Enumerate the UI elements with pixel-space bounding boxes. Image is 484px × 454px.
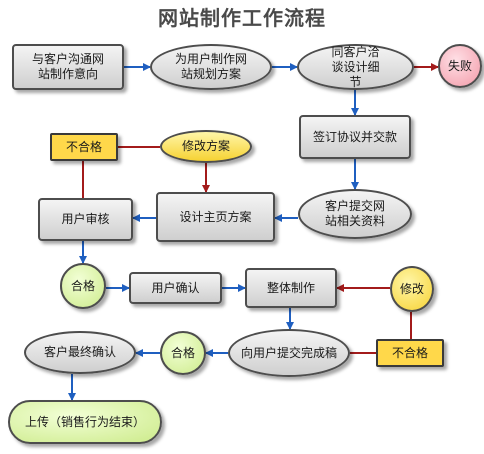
decision-pass-1: 合格 [60,263,106,309]
step-modify-plan-label: 修改方案 [181,139,230,153]
step-submit-draft: 向用户提交完成稿 [228,329,350,377]
step-sign-label: 签订协议并交款 [312,129,397,144]
step-user-review-label: 用户审核 [61,212,110,226]
step-design-homepage-label: 设计主页方案 [179,209,252,224]
step-fail-label: 失败 [447,58,472,73]
step-whole-production: 整体制作 [245,268,337,308]
step-negotiate-label: 同客户洽谈设计细节 [331,44,380,89]
step-sign: 签订协议并交款 [299,115,411,159]
step-provide-materials-label: 客户提交网站相关资料 [324,199,385,228]
step-upload-label: 上传（销售行为结束） [24,414,145,429]
step-user-confirm: 用户确认 [129,272,222,304]
decision-pass-1-label: 合格 [70,278,95,293]
step-modify-plan: 修改方案 [160,130,252,163]
step-communicate-label: 与客户沟通网站制作意向 [31,52,104,81]
step-user-review: 用户审核 [38,198,133,241]
reject-box-1: 不合格 [50,133,118,161]
decision-pass-2: 合格 [160,331,206,375]
step-whole-production-label: 整体制作 [266,280,315,295]
step-plan: 为用户制作网站规划方案 [150,44,272,90]
step-negotiate: 同客户洽谈设计细节 [297,44,414,90]
reject-box-1-label: 不合格 [65,139,102,154]
step-fail: 失败 [438,44,482,88]
page-title: 网站制作工作流程 [158,6,326,30]
reject-box-2: 不合格 [376,339,444,367]
step-provide-materials: 客户提交网站相关资料 [298,189,412,239]
step-user-confirm-label: 用户确认 [151,280,200,295]
step-submit-draft-label: 向用户提交完成稿 [240,345,337,360]
step-plan-label: 为用户制作网站规划方案 [174,52,247,81]
decision-pass-2-label: 合格 [170,345,195,360]
step-final-confirm-label: 客户最终确认 [43,345,116,359]
step-design-homepage: 设计主页方案 [156,192,275,242]
step-final-confirm: 客户最终确认 [24,331,136,374]
step-upload: 上传（销售行为结束） [8,400,162,444]
step-modify-label: 修改 [399,281,424,296]
step-communicate: 与客户沟通网站制作意向 [12,44,124,90]
step-modify: 修改 [390,266,434,312]
reject-box-2-label: 不合格 [391,345,428,360]
